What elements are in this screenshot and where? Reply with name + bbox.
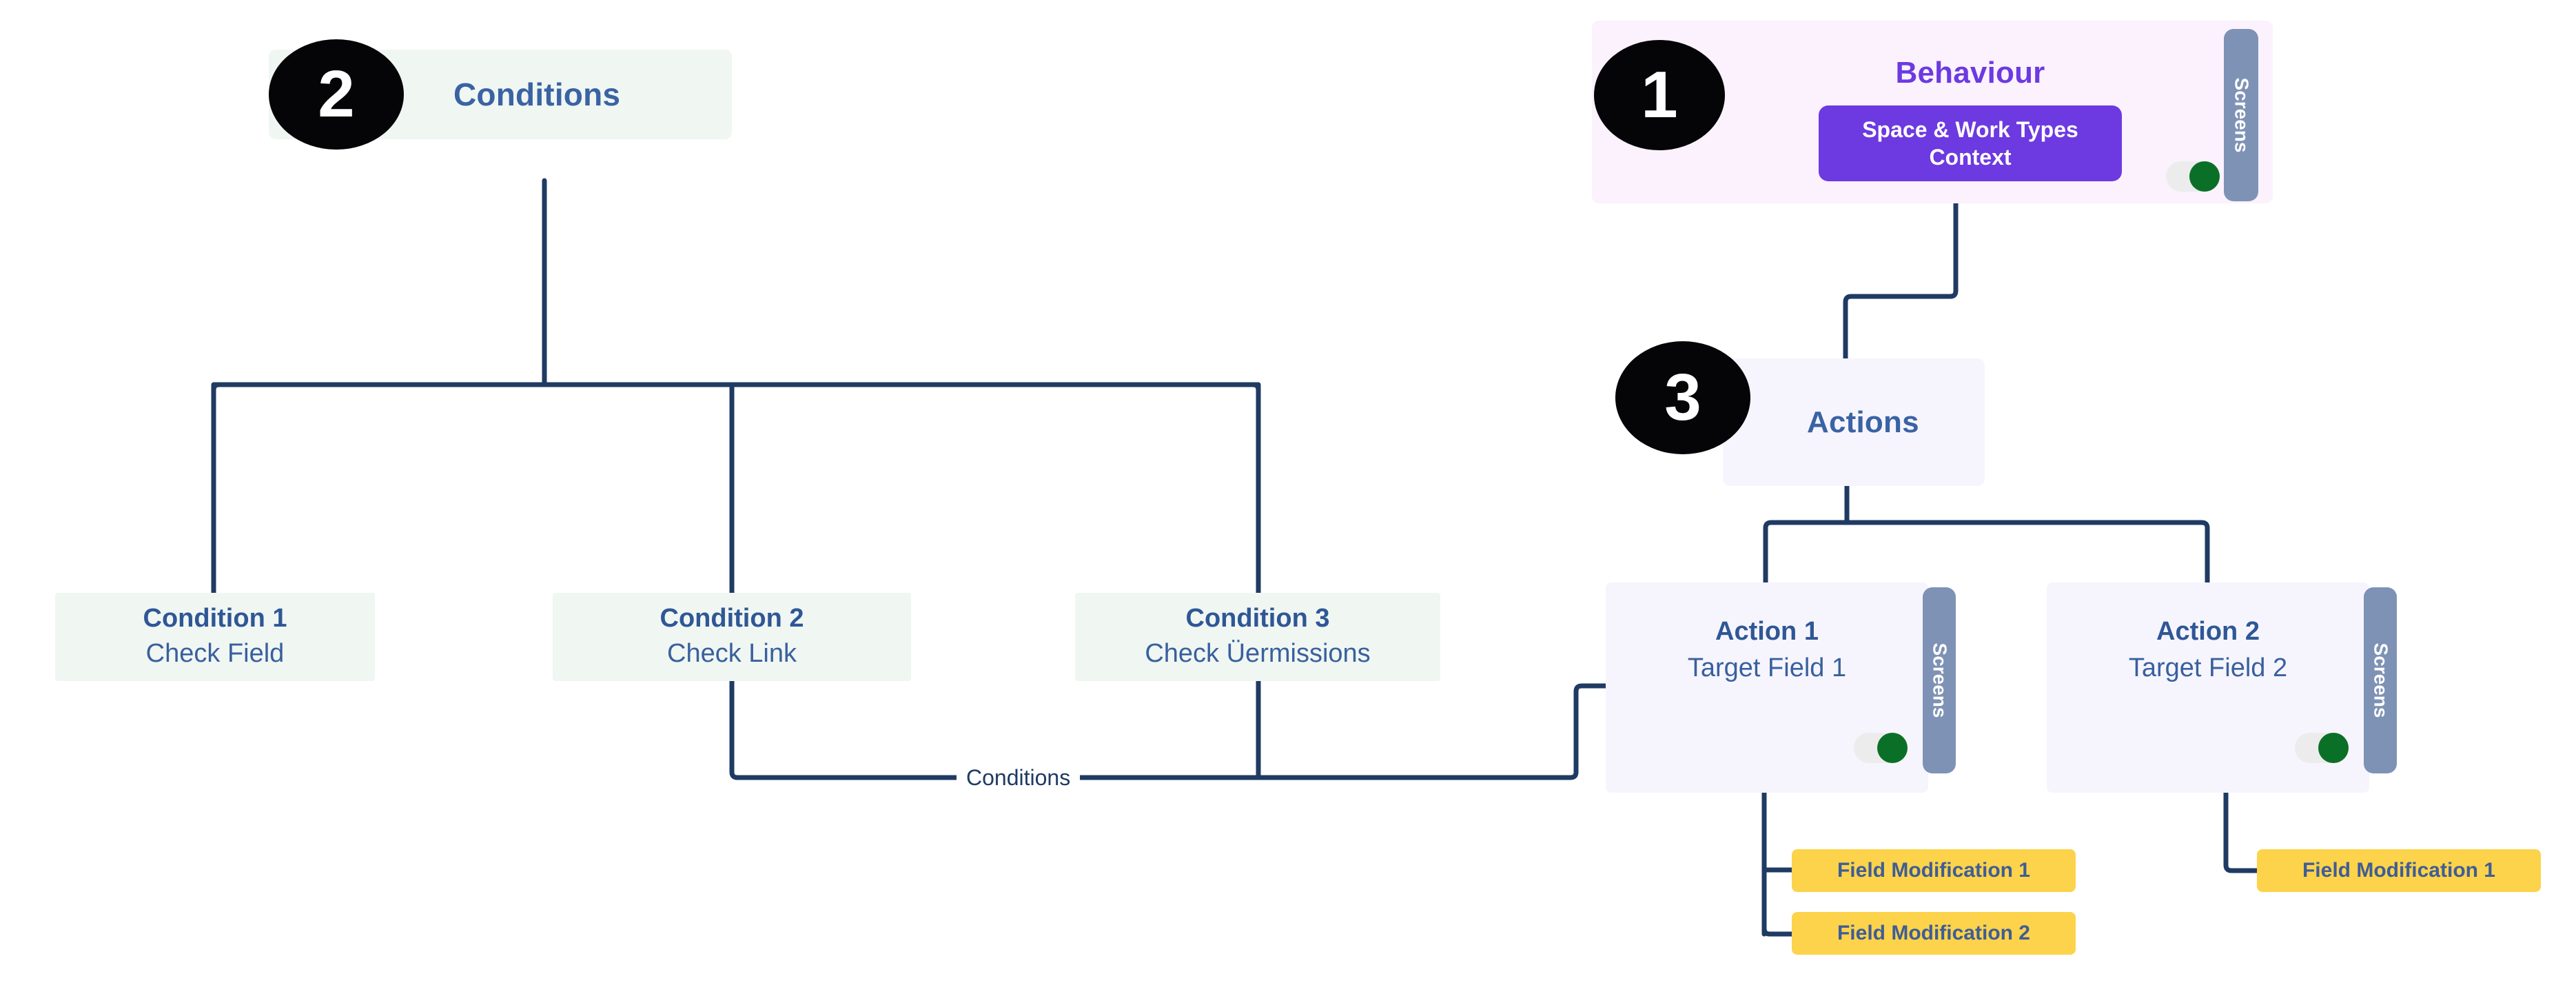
stage-actions-badge[interactable]: 3 xyxy=(1615,341,1750,454)
edge-conditions-loop xyxy=(729,678,1610,780)
stage-behaviour-title: Behaviour xyxy=(1895,55,2045,90)
condition-3-name: Condition 3 xyxy=(1185,604,1330,633)
stage-actions-number: 3 xyxy=(1664,361,1701,434)
stage-conditions-title: Conditions xyxy=(453,77,621,112)
condition-1-sub: Check Field xyxy=(145,639,285,669)
behaviour-screens-tab[interactable]: Screens xyxy=(2224,29,2258,201)
edge-conditions-bar xyxy=(211,382,1261,401)
action-1-screens-tab-label: Screens xyxy=(1929,642,1950,718)
stage-actions-box[interactable]: Actions xyxy=(1723,358,1985,486)
action-1-screens-tab[interactable]: Screens xyxy=(1923,587,1956,773)
edge-action2-mods xyxy=(2223,790,2260,873)
action-2-screens-tab-label: Screens xyxy=(2370,642,2391,718)
edge-actions-bar xyxy=(1763,520,2210,587)
stage-actions-title: Actions xyxy=(1807,405,1919,439)
action-2-name: Action 2 xyxy=(2156,617,2260,646)
action-2-field-modification-1[interactable]: Field Modification 1 xyxy=(2257,849,2541,892)
stage-behaviour-badge[interactable]: 1 xyxy=(1594,40,1725,150)
condition-2-sub: Check Link xyxy=(667,639,797,669)
behaviour-context-chip[interactable]: Space & Work Types Context xyxy=(1819,105,2122,181)
condition-3-sub: Check Üermissions xyxy=(1145,639,1371,669)
card-condition-1[interactable]: Condition 1 Check Field xyxy=(55,593,375,681)
action-1-sub: Target Field 1 xyxy=(1687,653,1847,682)
action-1-field-modification-1[interactable]: Field Modification 1 xyxy=(1792,849,2076,892)
action-2-screens-tab[interactable]: Screens xyxy=(2364,587,2397,773)
behaviour-toggle[interactable] xyxy=(2166,161,2220,192)
action-2-toggle-track[interactable] xyxy=(2295,733,2349,763)
behaviour-screens-tab-label: Screens xyxy=(2231,77,2252,153)
stage-conditions-number: 2 xyxy=(318,57,355,131)
edge-label-conditions-loop: Conditions xyxy=(957,762,1081,793)
edge-action1-mod2 xyxy=(1761,926,1795,937)
action-1-toggle-knob[interactable] xyxy=(1877,733,1908,763)
behaviour-toggle-knob[interactable] xyxy=(2189,161,2220,192)
action-2-sub: Target Field 2 xyxy=(2128,653,2288,682)
behaviour-toggle-track[interactable] xyxy=(2166,161,2220,192)
action-2-toggle[interactable] xyxy=(2295,733,2349,763)
card-condition-3[interactable]: Condition 3 Check Üermissions xyxy=(1075,593,1440,681)
action-1-toggle-track[interactable] xyxy=(1854,733,1908,763)
edge-behaviour-to-actions xyxy=(1843,201,1959,361)
action-1-field-modification-2[interactable]: Field Modification 2 xyxy=(1792,912,2076,955)
action-2-toggle-knob[interactable] xyxy=(2318,733,2349,763)
card-condition-2[interactable]: Condition 2 Check Link xyxy=(553,593,911,681)
condition-1-name: Condition 1 xyxy=(143,604,287,633)
action-1-toggle[interactable] xyxy=(1854,733,1908,763)
condition-2-name: Condition 2 xyxy=(660,604,804,633)
edge-conditions-bar-round xyxy=(211,382,1261,409)
action-1-name: Action 1 xyxy=(1715,617,1819,646)
stage-conditions-badge[interactable]: 2 xyxy=(269,39,404,150)
stage-behaviour-number: 1 xyxy=(1641,58,1678,132)
